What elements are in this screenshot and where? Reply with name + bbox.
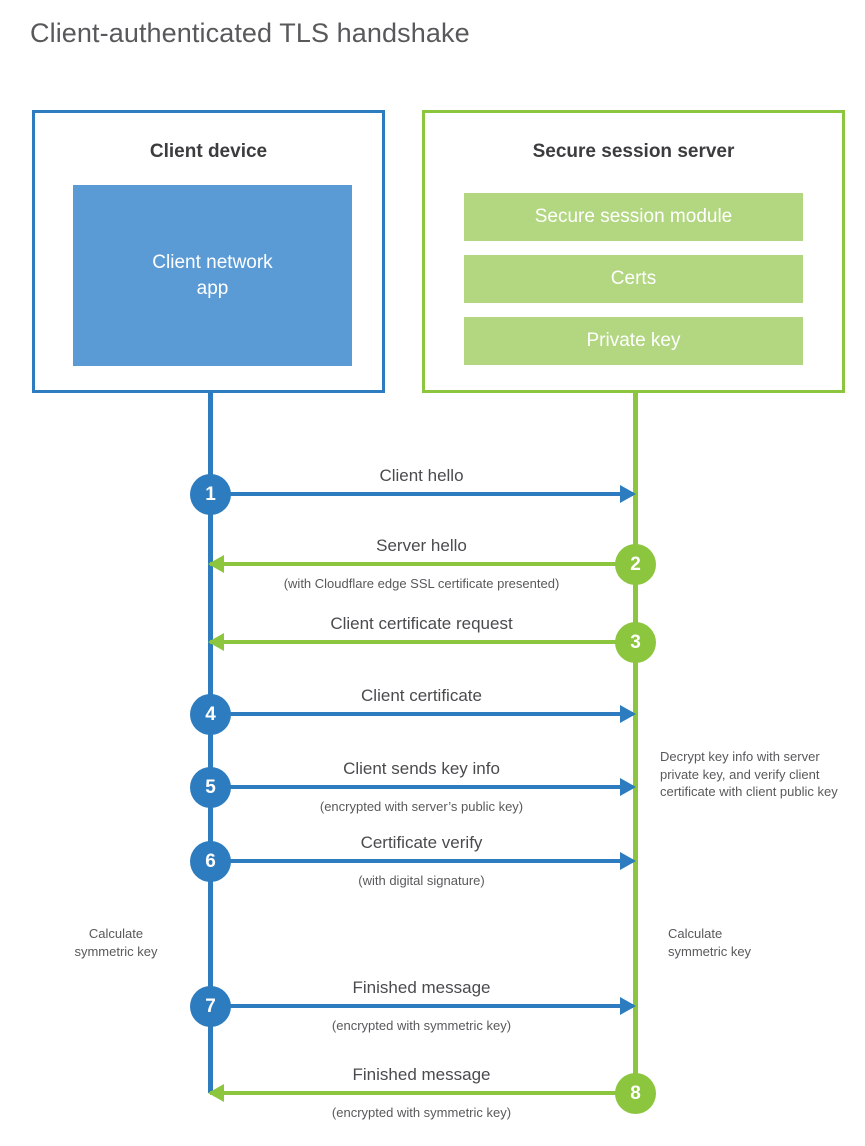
step-marker-4[interactable]: 4 xyxy=(190,694,231,735)
step-2-label: Server hello xyxy=(376,536,467,555)
step-5-sublabel: (encrypted with server’s public key) xyxy=(319,799,524,814)
note-decrypt-key-info: Decrypt key info with server private key… xyxy=(660,749,838,800)
step-marker-3[interactable]: 3 xyxy=(615,622,656,663)
step-7-sublabel: (encrypted with symmetric key) xyxy=(331,1018,512,1033)
step-1-arrow-head xyxy=(620,485,636,503)
server-block-secure-session-module: Secure session module xyxy=(464,193,803,241)
step-7-label: Finished message xyxy=(352,978,491,997)
step-6-label: Certificate verify xyxy=(360,833,483,852)
step-2-arrow-head xyxy=(208,555,224,573)
step-marker-5[interactable]: 5 xyxy=(190,767,231,808)
client-lifeline xyxy=(208,393,213,1093)
secure-session-server-title: Secure session server xyxy=(532,141,735,162)
step-2-sublabel: (with Cloudflare edge SSL certificate pr… xyxy=(283,576,560,591)
step-5-arrow-head xyxy=(620,778,636,796)
step-7-arrow-head xyxy=(620,997,636,1015)
step-marker-6[interactable]: 6 xyxy=(190,841,231,882)
step-marker-8[interactable]: 8 xyxy=(615,1073,656,1114)
step-5-label: Client sends key info xyxy=(343,759,500,778)
step-6-sublabel: (with digital signature) xyxy=(358,873,485,888)
step-3-arrow-line xyxy=(210,640,633,644)
step-1-arrow-line xyxy=(210,492,633,496)
step-3-arrow-head xyxy=(208,633,224,651)
step-4-arrow-line xyxy=(210,712,633,716)
step-7-arrow-line xyxy=(210,1004,633,1008)
step-8-sublabel: (encrypted with symmetric key) xyxy=(331,1105,512,1120)
step-3-label: Client certificate request xyxy=(330,614,513,633)
step-marker-2[interactable]: 2 xyxy=(615,544,656,585)
step-6-arrow-head xyxy=(620,852,636,870)
step-4-label: Client certificate xyxy=(361,686,482,705)
step-1-label: Client hello xyxy=(379,466,464,485)
server-block-private-key: Private key xyxy=(464,317,803,365)
step-marker-7[interactable]: 7 xyxy=(190,986,231,1027)
step-8-arrow-head xyxy=(208,1084,224,1102)
client-device-title: Client device xyxy=(149,141,268,162)
step-marker-1[interactable]: 1 xyxy=(190,474,231,515)
step-4-arrow-head xyxy=(620,705,636,723)
page-title: Client-authenticated TLS handshake xyxy=(30,18,470,48)
server-lifeline xyxy=(633,393,638,1093)
step-8-label: Finished message xyxy=(352,1065,491,1084)
secure-session-server-box: Secure session server Secure session mod… xyxy=(422,110,845,393)
server-block-certs: Certs xyxy=(464,255,803,303)
step-6-arrow-line xyxy=(210,859,633,863)
step-8-arrow-line xyxy=(210,1091,633,1095)
step-2-arrow-line xyxy=(210,562,633,566)
step-5-arrow-line xyxy=(210,785,633,789)
